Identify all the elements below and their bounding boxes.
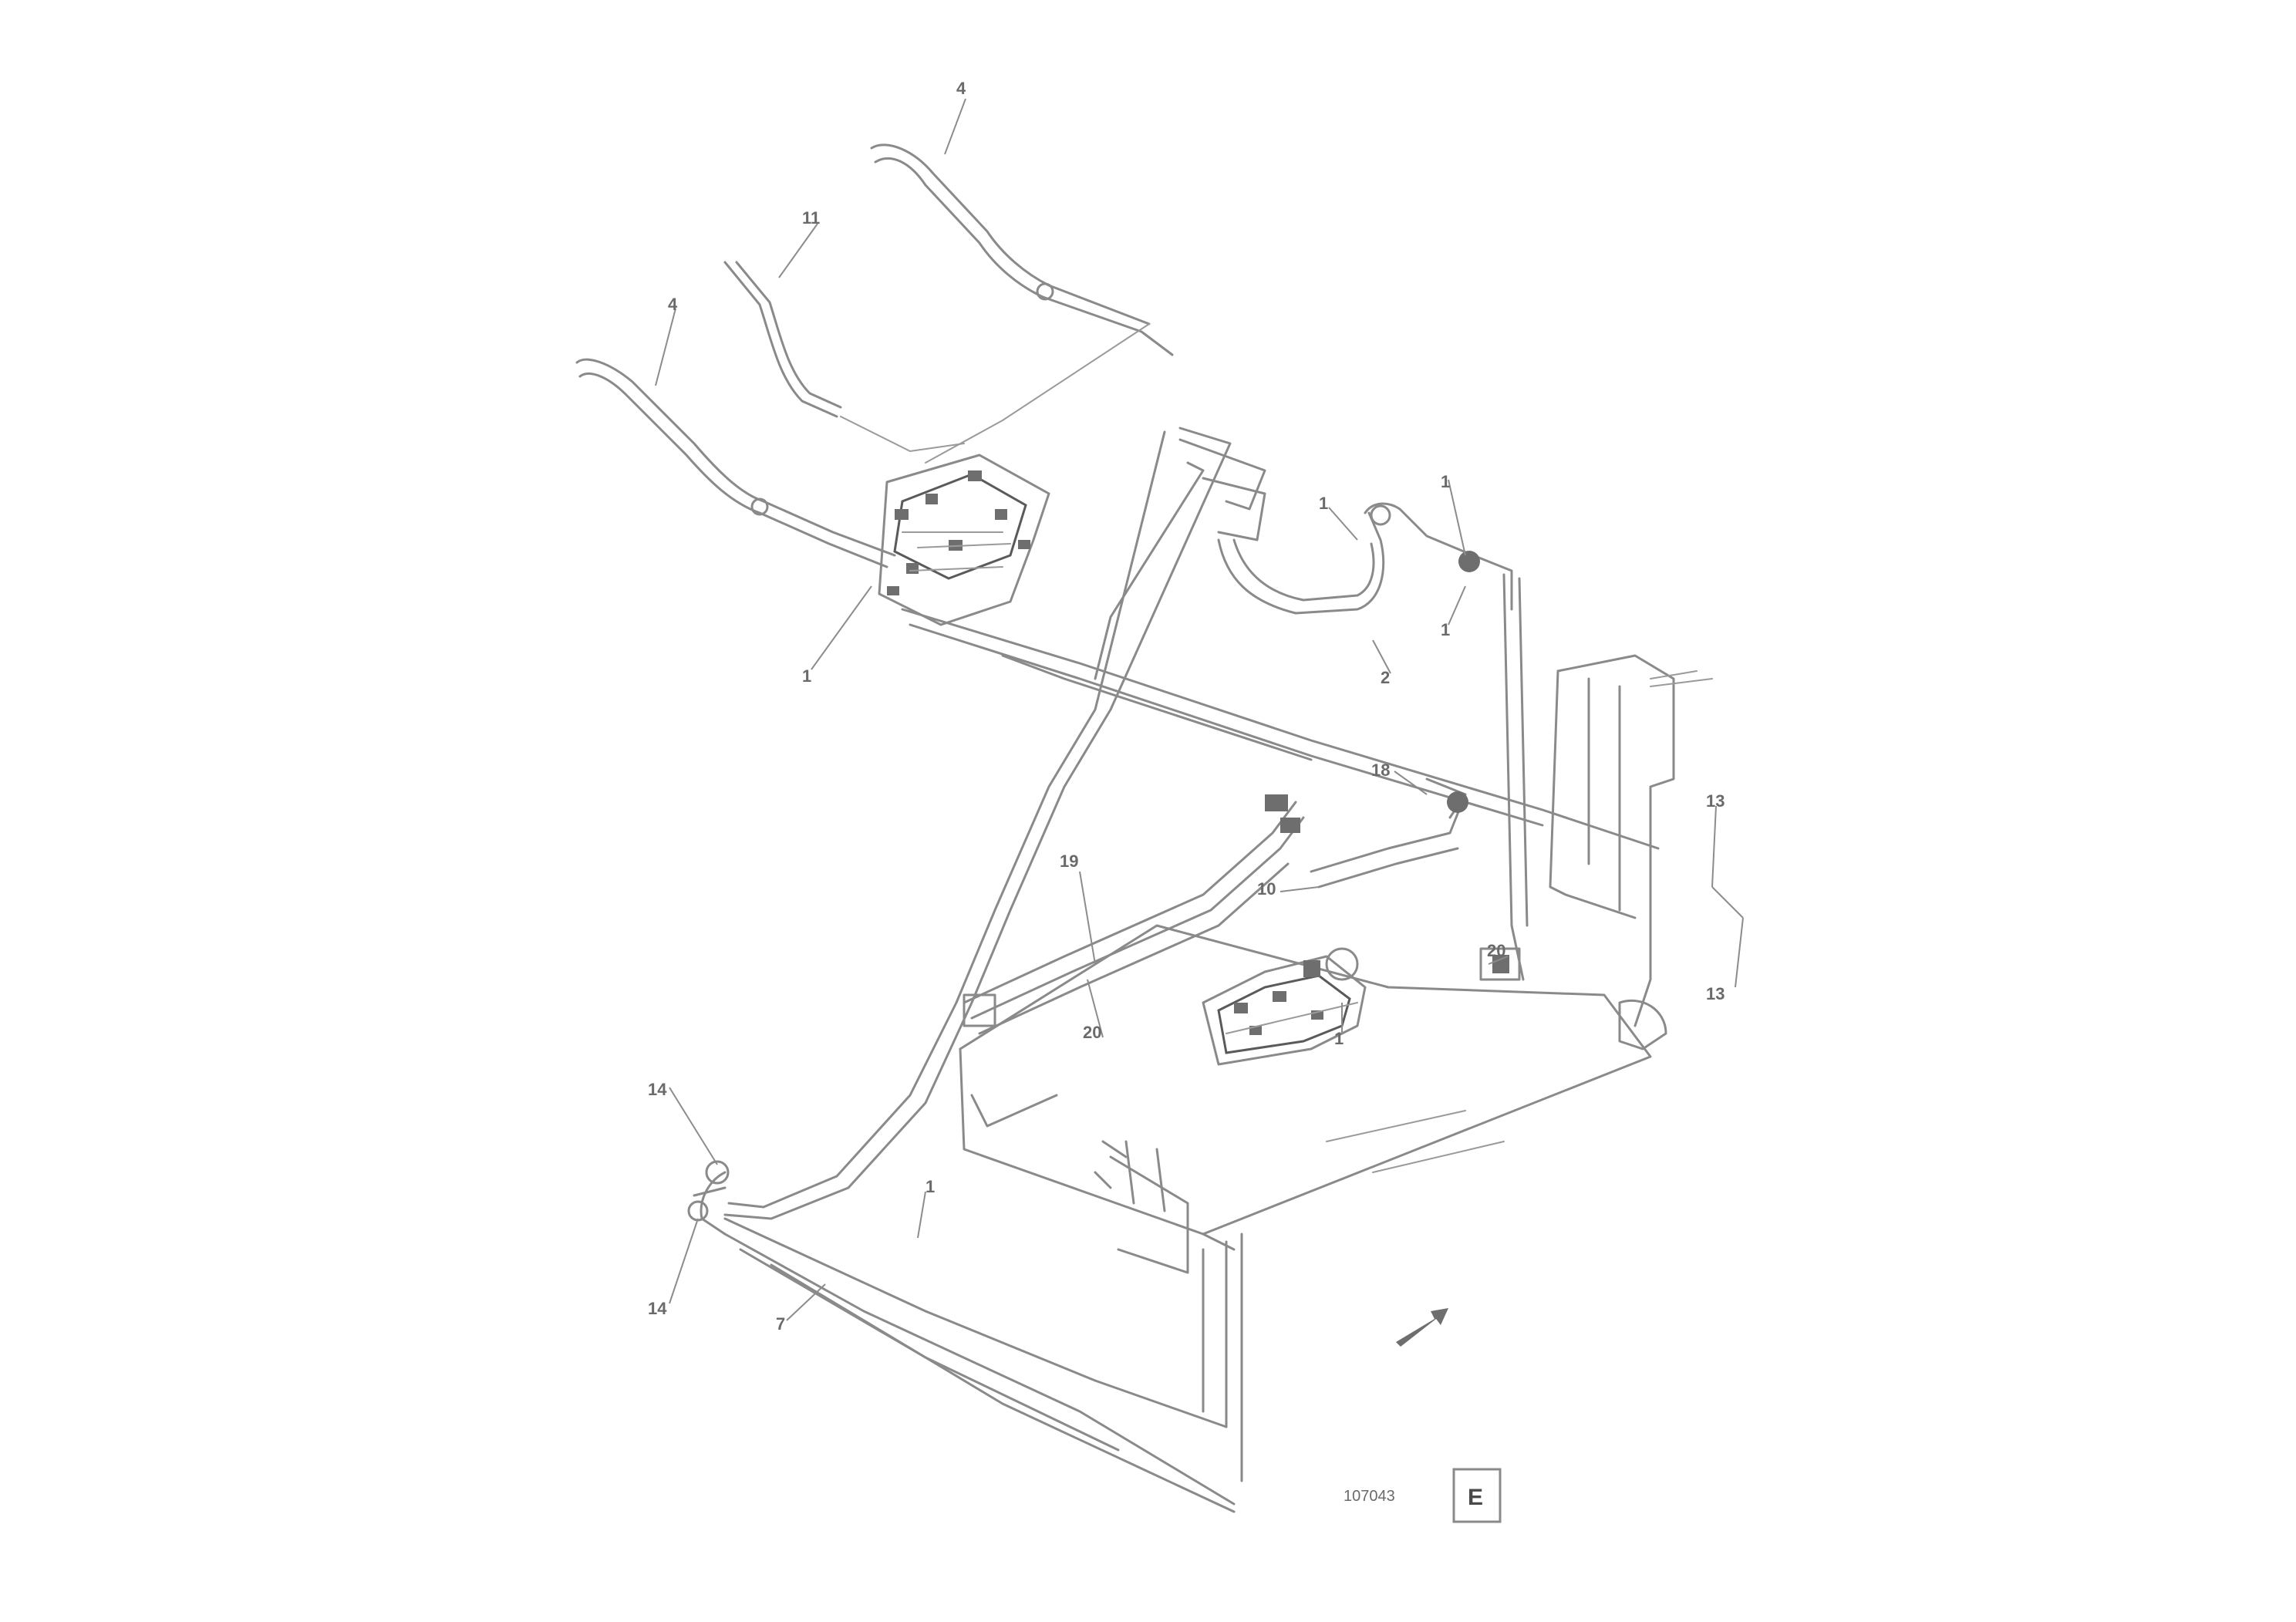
hose-middle [723,261,965,453]
hose-top-right [870,143,1174,464]
callout-label: 1 [1319,494,1328,513]
callout-label: 18 [1371,760,1390,780]
callout-label: 2 [1381,668,1390,687]
detail-tag: 107043 E [1344,1468,1502,1523]
callout-label: 1 [1441,472,1450,491]
callout-label: 14 [648,1299,667,1318]
control-valve-block [878,454,1050,626]
callout-label: 20 [1083,1023,1101,1042]
detail-letter-box [1452,1468,1502,1523]
callout-label: 1 [925,1177,935,1196]
callout-labels: 4 11 4 1 1 1 1 2 18 10 13 13 20 19 20 1 … [648,79,1725,1334]
callout-label: 11 [802,208,820,228]
callout-label: 4 [956,79,966,98]
callout-label: 10 [1257,879,1276,899]
callout-label: 20 [1487,941,1505,960]
detail-number: 107043 [1344,1488,1395,1505]
detail-letter: E [1468,1485,1483,1510]
frame-lines [687,427,1713,1513]
callout-label: 1 [1334,1029,1344,1048]
pump-valve-cluster [1094,947,1667,1212]
callout-label: 1 [1441,620,1450,639]
callout-label: 7 [776,1314,785,1334]
callout-label: 14 [648,1080,667,1099]
callout-label: 19 [1060,851,1078,871]
hose-top-left [575,358,896,568]
callout-label: 1 [802,666,811,686]
center-hose-assembly [963,777,1468,1035]
leader-lines [655,98,1744,1321]
callout-label: 13 [1706,791,1725,811]
callout-label: 4 [668,295,678,314]
direction-arrow-icon [1396,1308,1448,1347]
callout-label: 13 [1706,984,1725,1003]
